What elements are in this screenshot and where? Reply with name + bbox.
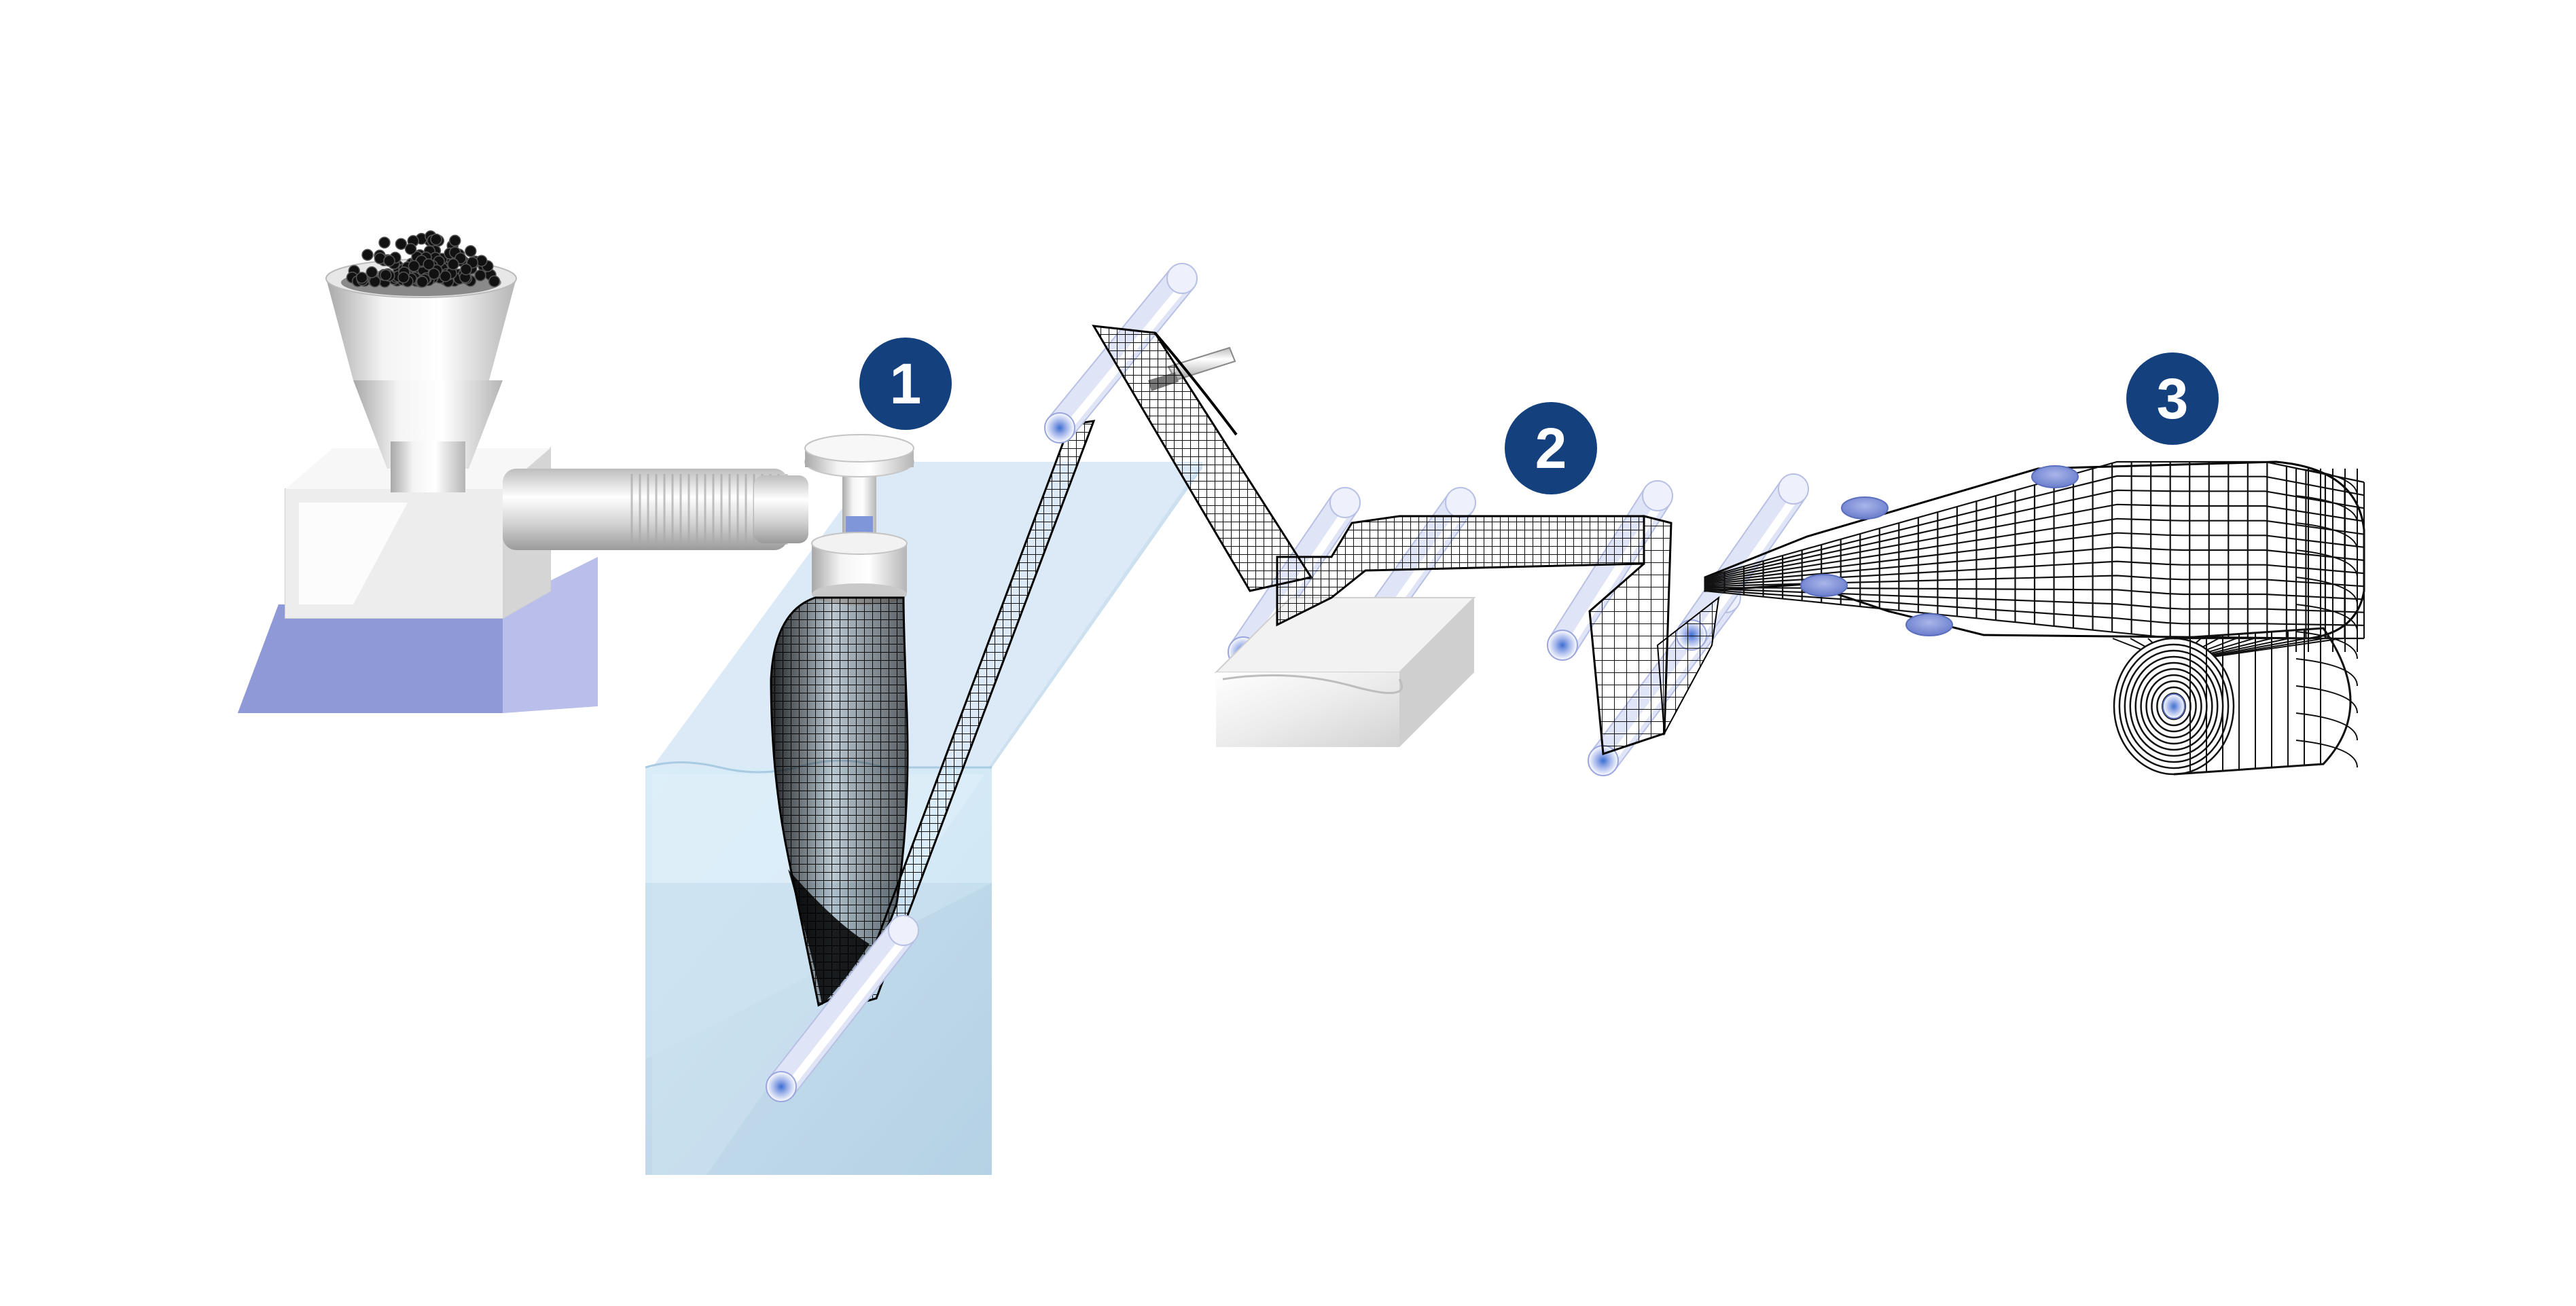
- net-sheet: [1704, 460, 2365, 768]
- net-roll-icon: [2112, 627, 2352, 776]
- extruder-barrel: [503, 469, 808, 550]
- roller-tank: [766, 915, 919, 1102]
- step-number-3: 3: [2156, 367, 2189, 431]
- mesh-tube-icon: [770, 596, 909, 1007]
- extruder-icon: [238, 230, 808, 713]
- step-badge-1: 1: [859, 338, 952, 430]
- stretching-clip-icon: [1800, 465, 2079, 636]
- die-head-icon: [804, 434, 914, 605]
- step-number-1: 1: [889, 352, 922, 416]
- step-badge-3: 3: [2126, 352, 2219, 445]
- pellets-icon: [346, 230, 501, 288]
- step-badge-2: 2: [1505, 402, 1597, 494]
- step-number-2: 2: [1535, 416, 1567, 480]
- mesh-sheet-stretching: [1588, 515, 1720, 756]
